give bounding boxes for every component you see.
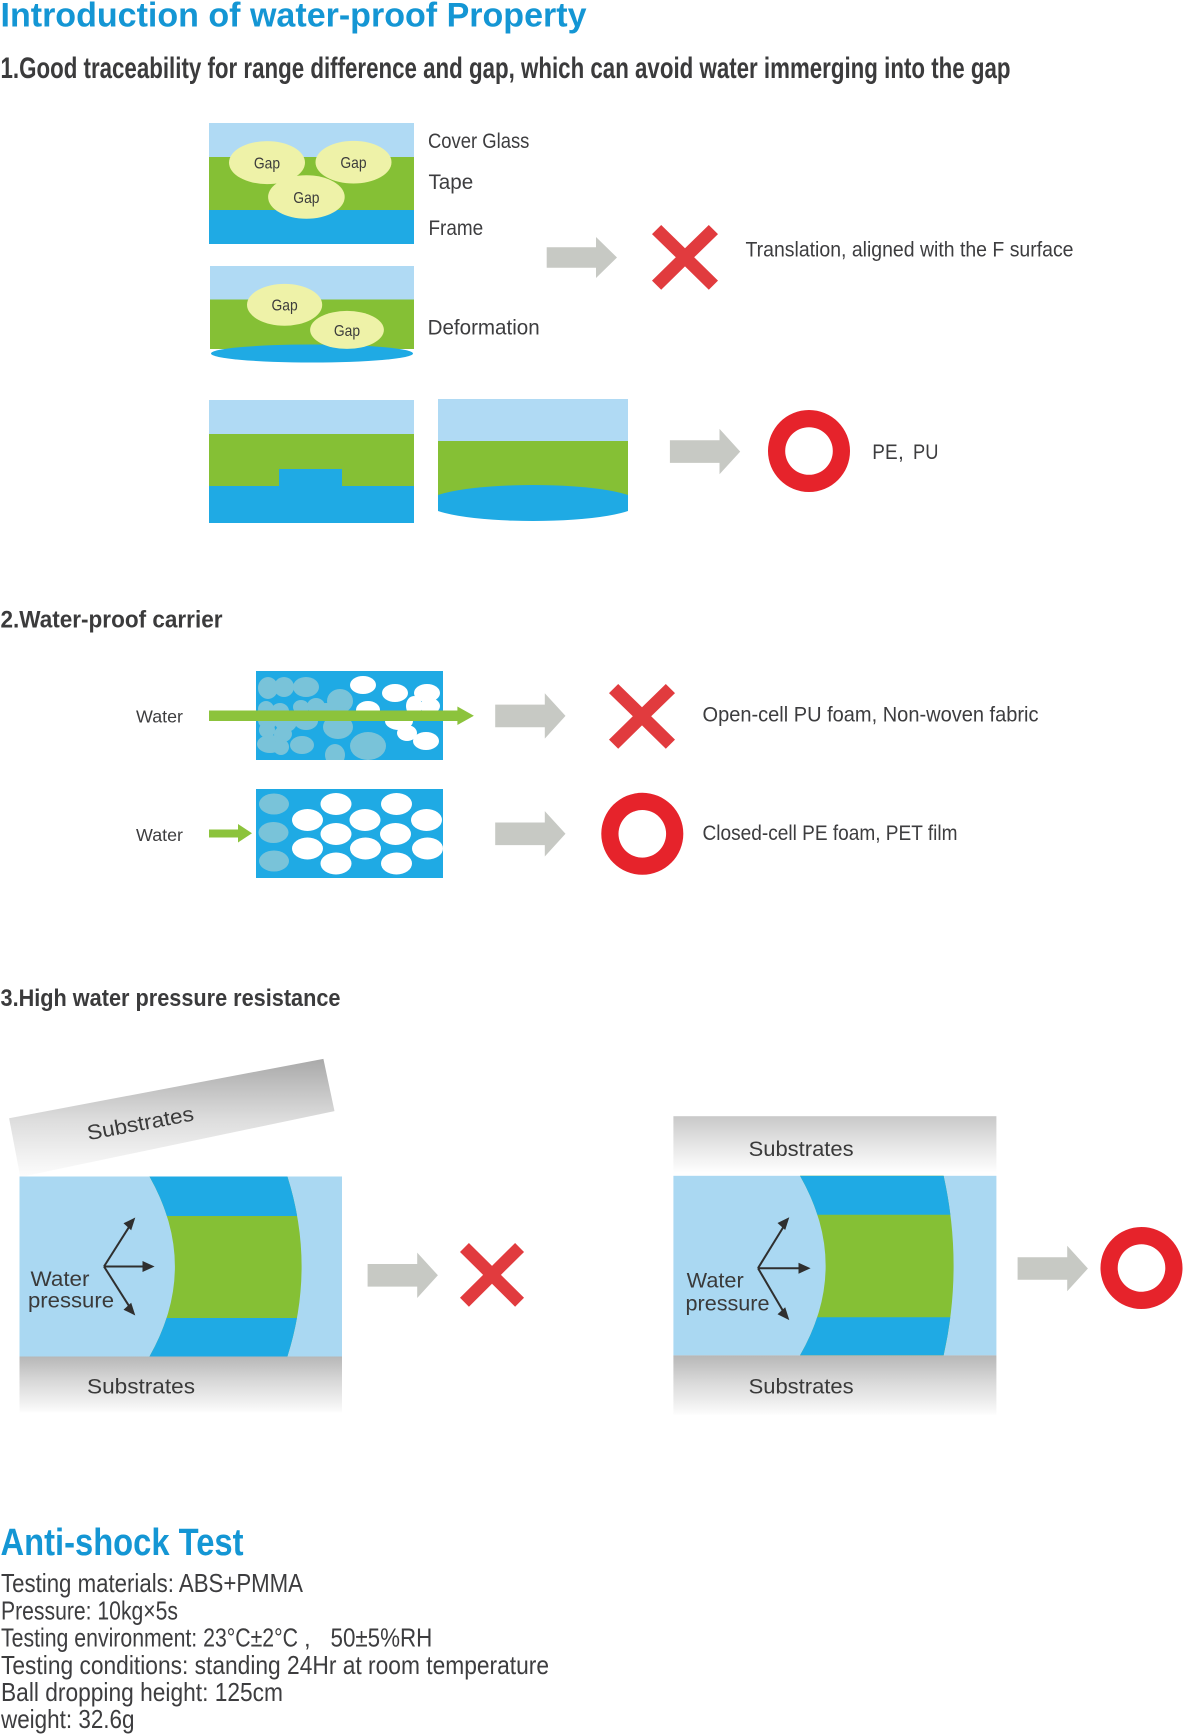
svg-text:,: ,	[898, 441, 904, 464]
svg-text:Cover Glass: Cover Glass	[428, 130, 529, 153]
svg-text:Water: Water	[136, 825, 183, 845]
svg-text:Testing environment: 23°C±2°C: Testing environment: 23°C±2°C	[1, 1623, 298, 1653]
svg-text:,: ,	[304, 1626, 311, 1653]
svg-text:Closed-cell PE foam, PET film: Closed-cell PE foam, PET film	[703, 822, 958, 845]
svg-text:Gap: Gap	[293, 190, 319, 207]
svg-text:Testing materials: ABS+PMMA: Testing materials: ABS+PMMA	[1, 1568, 304, 1598]
svg-text:Tape: Tape	[429, 171, 474, 194]
svg-text:50±5%RH: 50±5%RH	[331, 1623, 433, 1653]
svg-text:Testing conditions: standing 2: Testing conditions: standing 24Hr at roo…	[1, 1650, 549, 1680]
svg-text:pressure: pressure	[686, 1293, 770, 1316]
svg-text:pressure: pressure	[28, 1290, 114, 1313]
svg-text:Substrates: Substrates	[749, 1376, 854, 1399]
svg-text:Water: Water	[687, 1270, 744, 1293]
svg-text:Gap: Gap	[334, 323, 360, 340]
svg-text:Water: Water	[31, 1268, 90, 1291]
svg-text:weight: 32.6g: weight: 32.6g	[0, 1704, 134, 1734]
svg-text:PU: PU	[913, 441, 938, 464]
svg-text:1.Good traceability for range: 1.Good traceability for range difference…	[1, 52, 1011, 85]
svg-text:2.Water-proof carrier: 2.Water-proof carrier	[1, 606, 223, 633]
svg-text:Gap: Gap	[254, 156, 280, 173]
svg-text:PE: PE	[872, 441, 897, 464]
svg-text:Substrates: Substrates	[749, 1138, 854, 1161]
svg-text:Gap: Gap	[272, 298, 298, 315]
svg-text:Deformation: Deformation	[428, 316, 540, 339]
svg-text:Frame: Frame	[429, 217, 484, 240]
svg-text:Open-cell PU foam, Non-woven f: Open-cell PU foam, Non-woven fabric	[703, 704, 1039, 727]
svg-text:3.High water pressure resistan: 3.High water pressure resistance	[1, 985, 341, 1012]
svg-text:Translation, aligned with the: Translation, aligned with the F surface	[746, 238, 1074, 261]
svg-text:Anti-shock Test: Anti-shock Test	[1, 1522, 244, 1564]
svg-text:Gap: Gap	[340, 155, 366, 172]
svg-text:Introduction of water-proof Pr: Introduction of water-proof Property	[1, 0, 587, 35]
svg-text:Pressure: 10kg×5s: Pressure: 10kg×5s	[1, 1595, 178, 1625]
svg-text:Substrates: Substrates	[87, 1376, 195, 1399]
svg-text:Ball dropping height: 125cm: Ball dropping height: 125cm	[1, 1677, 283, 1707]
svg-text:Water: Water	[136, 706, 183, 726]
